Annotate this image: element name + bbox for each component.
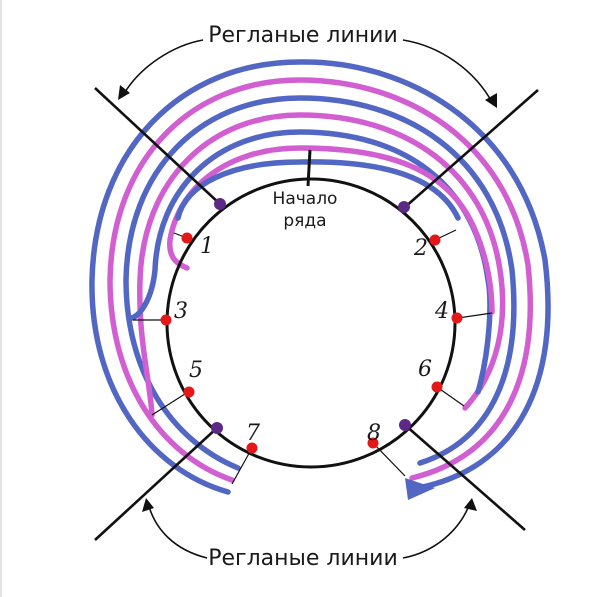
raglan-point-bottom-left: [211, 422, 223, 434]
increase-marker-5: [183, 386, 195, 398]
increase-marker-3: [160, 314, 172, 326]
center-label-line2: ряда: [283, 211, 326, 231]
spiral-row-pink-2: [137, 112, 506, 418]
marker-number-4: 4: [434, 299, 449, 324]
marker-number-8: 8: [367, 421, 381, 446]
marker-number-6: 6: [418, 357, 432, 382]
title-top: Регланые линии: [208, 23, 398, 48]
center-label-line1: Начало: [273, 189, 338, 209]
row-direction-arrow-icon: [405, 478, 435, 500]
marker-number-2: 2: [413, 236, 428, 261]
marker-number-1: 1: [200, 234, 214, 259]
title-bottom: Регланые линии: [208, 546, 398, 571]
raglan-point-top-right: [398, 201, 410, 213]
spiral-row-pink-3: [167, 145, 495, 315]
bottom-left-arrowhead-icon: [142, 498, 154, 512]
spiral-row-blue-outer: [89, 59, 551, 495]
raglan-line-bottom-left: [94, 426, 219, 541]
increase-marker-8: [367, 437, 379, 449]
increase-marker-6: [431, 381, 443, 393]
top-curved-arrows: [121, 39, 494, 105]
marker-number-3: 3: [174, 299, 188, 324]
spiral-row-blue-2: [123, 95, 517, 471]
increase-marker-4: [451, 312, 463, 324]
round-start-tick: [306, 149, 312, 187]
raglan-points: [211, 198, 411, 434]
bottom-curved-arrows: [147, 502, 471, 559]
increase-marker-7: [246, 442, 258, 454]
bottom-right-arrowhead-icon: [464, 498, 477, 511]
marker-number-7: 7: [246, 421, 260, 446]
spiral-rows: [89, 59, 551, 495]
increase-marker-2: [429, 234, 441, 246]
top-left-arrowhead-icon: [118, 85, 130, 100]
increase-marker-1: [181, 232, 193, 244]
raglan-point-bottom-right: [399, 419, 411, 431]
raglan-lines: [94, 87, 539, 541]
spiral-row-blue-inner: [175, 159, 461, 221]
increase-markers: [160, 232, 463, 454]
marker-number-5: 5: [189, 358, 203, 383]
raglan-line-top-right: [403, 89, 539, 209]
marker-numbers: 1 2 3 4 5 6 7 8: [174, 234, 449, 446]
spiral-row-pink-1: [107, 77, 533, 483]
raglan-point-top-left: [214, 198, 226, 210]
raglan-line-bottom-right: [404, 424, 526, 531]
top-right-arrowhead-icon: [485, 93, 497, 108]
raglan-line-top-left: [94, 87, 221, 205]
